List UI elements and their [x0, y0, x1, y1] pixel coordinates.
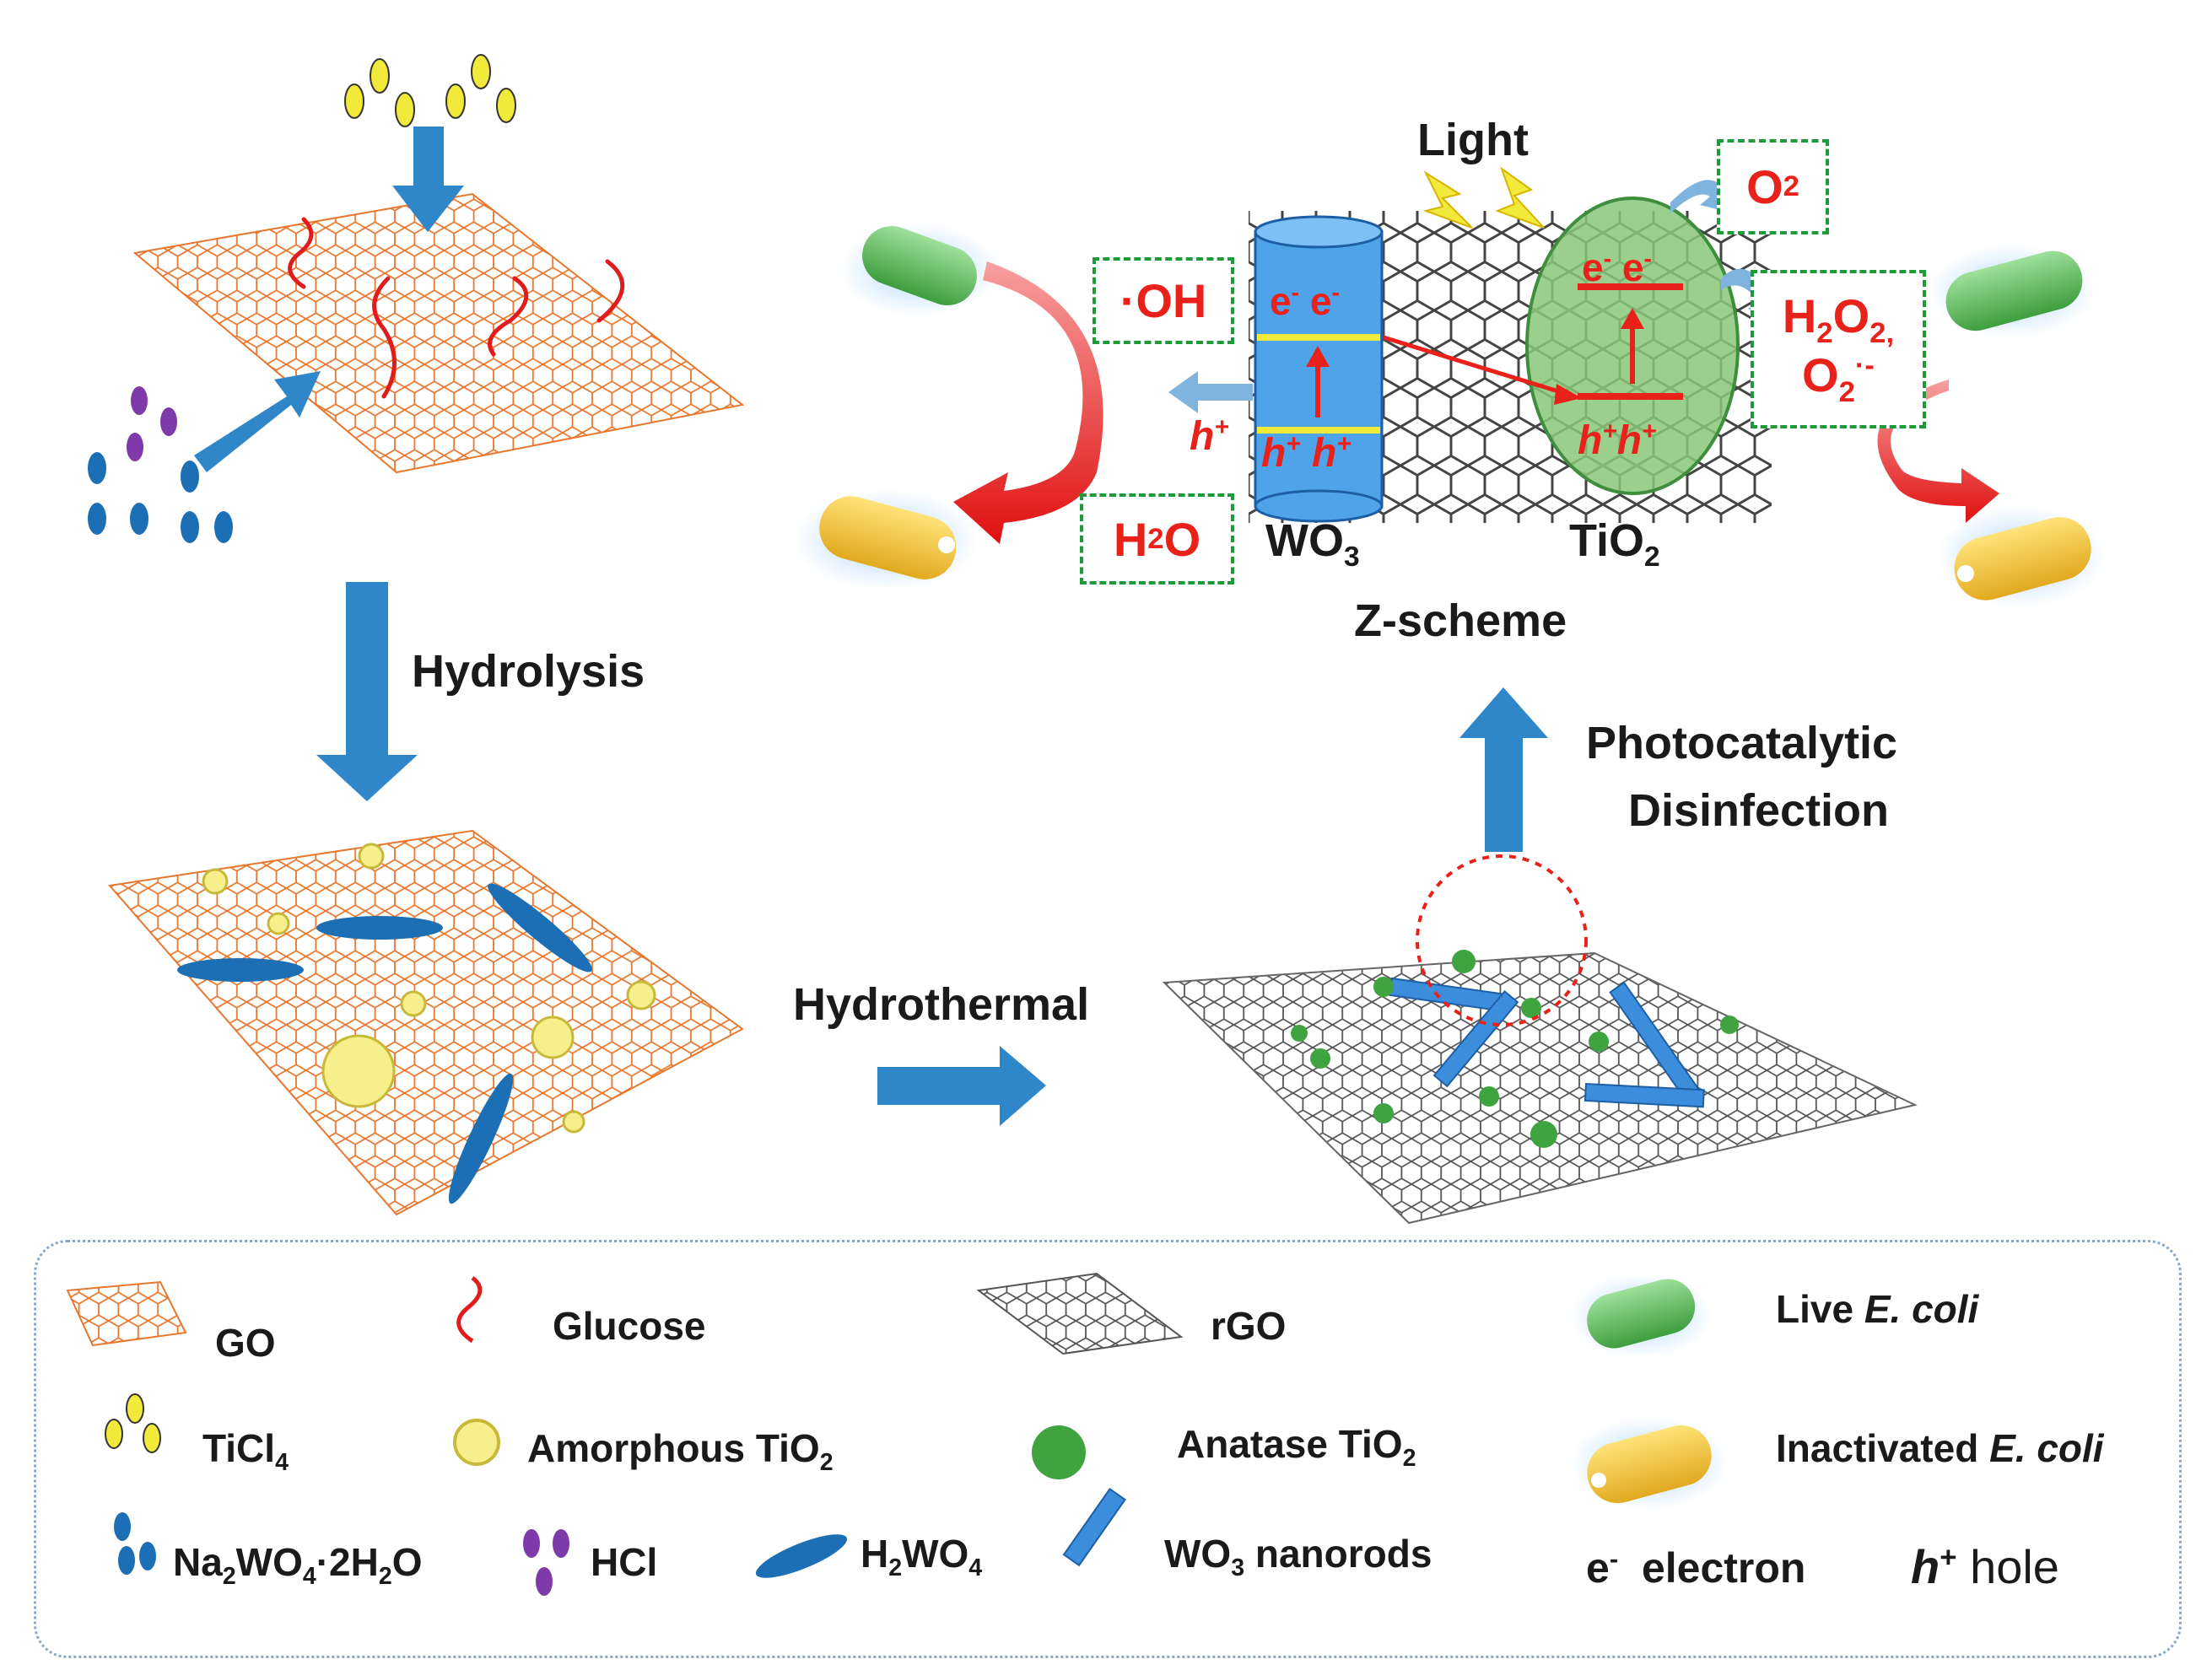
legend-ticl4-label: TiCl4 [202, 1426, 289, 1477]
wo3-cylinder [1254, 215, 1384, 523]
z-scheme-label: Z-scheme [1354, 595, 1567, 646]
wo3-holes: h+ h+ [1261, 430, 1351, 476]
legend-inactivated-ecoli-icon [1569, 1417, 1729, 1510]
step-hydrolysis: Hydrolysis [412, 646, 645, 697]
legend-frame [34, 1240, 2182, 1658]
zoom-circle [1416, 854, 1588, 1026]
legend-h2wo4-icon [755, 1534, 848, 1578]
inactivated-ecoli-right [1936, 506, 2105, 607]
oh-radical-box: ·OH [1093, 257, 1234, 344]
inactivated-ecoli-left [793, 489, 979, 590]
legend-hcl-label: HCl [591, 1540, 658, 1584]
amorphous-tio2-spheres [202, 843, 656, 1134]
legend-anatase-icon [1032, 1425, 1086, 1479]
hole-to-water: h+ [1190, 413, 1229, 459]
legend-na2wo4-label: Na2WO4·2H2O [173, 1540, 423, 1591]
legend-h2wo4-label: H2WO4 [861, 1532, 983, 1582]
legend-live-label: Live E. coli [1776, 1287, 1979, 1331]
ticl4-drops-top [344, 54, 516, 127]
tio2-label: TiO2 [1569, 515, 1660, 573]
step-hydrothermal: Hydrothermal [793, 979, 1090, 1030]
h2o2-superoxide-box: H2O2, O2·- [1751, 270, 1926, 428]
legend-hole-label: h+ hole [1911, 1540, 2059, 1593]
red-curved-arrows [953, 261, 1999, 544]
legend-go-icon [66, 1280, 187, 1347]
anatase-spheres [1291, 950, 1739, 1148]
legend-rgo-icon [976, 1272, 1184, 1355]
tio2-holes: h+h+ [1578, 418, 1657, 463]
hydrothermal-arrow [877, 1046, 1046, 1126]
tio2-electrons: e- e- [1582, 245, 1652, 289]
legend-ticl4-icon [105, 1393, 161, 1453]
legend-rgo-label: rGO [1211, 1304, 1287, 1348]
legend-inactivated-label: Inactivated E. coli [1776, 1426, 2104, 1470]
step-disinfection: Disinfection [1628, 785, 1890, 836]
legend-go-label: GO [215, 1321, 276, 1365]
legend-anatase-label: Anatase TiO2 [1177, 1422, 1416, 1473]
tio2-sphere [1525, 197, 1740, 495]
electron-transfer-arrow [1383, 335, 1582, 405]
rgo-sheet [1162, 951, 1918, 1225]
lightning-bolts [1422, 166, 1545, 229]
arrow-down-into-sheet [392, 127, 464, 232]
legend-glucose-label: Glucose [553, 1304, 706, 1348]
wo3-label: WO3 [1265, 515, 1360, 573]
hcl-drops [127, 386, 177, 461]
light-label: Light [1417, 115, 1529, 165]
legend-live-ecoli-icon [1569, 1274, 1713, 1358]
legend-glucose-icon [456, 1276, 483, 1344]
legend-na2wo4-icon [114, 1512, 156, 1575]
legend-wo3-nanorod-icon [1062, 1487, 1126, 1567]
photocatalytic-arrow [1459, 687, 1548, 852]
wo3-nanorods [1389, 977, 1705, 1108]
legend-wo3-nanorods-label: WO3 nanorods [1164, 1532, 1432, 1582]
live-ecoli-left [839, 224, 1000, 316]
legend-electron-label: e- electron [1586, 1543, 1806, 1592]
glucose-strands [288, 217, 625, 399]
na2wo4-drops [88, 452, 233, 543]
arrow-diagonal-into-sheet [194, 371, 321, 472]
live-ecoli-right [1928, 245, 2096, 337]
step-photocatalytic: Photocatalytic [1586, 718, 1898, 768]
h2wo4-ellipses [177, 883, 592, 1204]
legend-amorphous-label: Amorphous TiO2 [527, 1426, 834, 1477]
legend-hcl-icon [523, 1529, 569, 1596]
hydrolysis-arrow [316, 582, 418, 801]
go-sheet-start [132, 192, 745, 474]
wo3-electrons: e- e- [1270, 279, 1340, 323]
legend-amorphous-icon [453, 1419, 500, 1466]
